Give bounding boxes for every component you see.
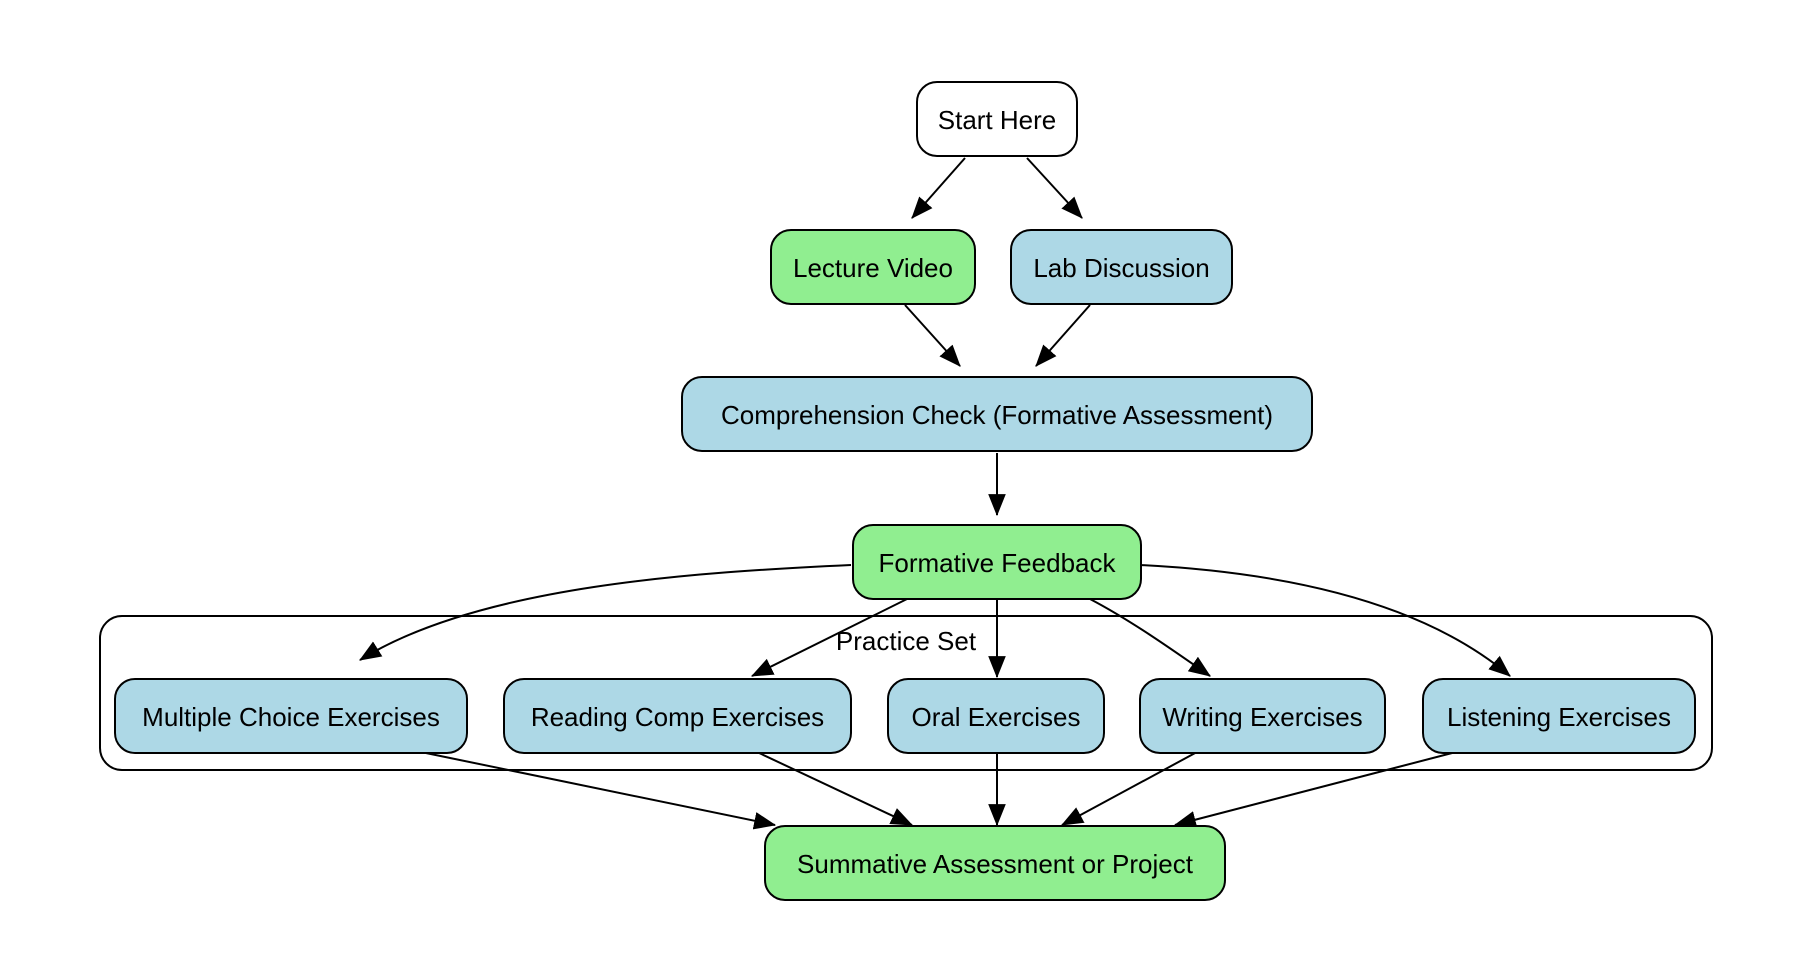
edge-writing-to-summative <box>1061 751 1198 826</box>
edge-lab-to-comprehension <box>1035 304 1091 367</box>
node-oral-exercises: Oral Exercises <box>887 678 1105 754</box>
node-lecture-video-box <box>770 229 976 305</box>
node-formative-feedback: Formative Feedback <box>852 524 1142 600</box>
node-summative-assessment-box <box>764 825 1226 901</box>
node-lab-discussion-box <box>1010 229 1233 305</box>
edge-feedback-to-mc <box>359 564 852 661</box>
node-multiple-choice-exercises-box <box>114 678 468 754</box>
edge-start-to-lab <box>1026 157 1083 219</box>
edge-feedback-to-writing <box>1089 598 1211 677</box>
practice-set-cluster-frame <box>99 615 1713 771</box>
node-comprehension-check-box <box>681 376 1313 452</box>
node-summative-assessment-label: Summative Assessment or Project <box>797 849 1194 879</box>
node-writing-exercises-box <box>1139 678 1386 754</box>
node-start-here-box <box>916 81 1078 157</box>
node-oral-exercises-box <box>887 678 1105 754</box>
edge-listening-to-summative <box>1173 751 1457 829</box>
node-lab-discussion-label: Lab Discussion <box>1033 253 1209 283</box>
node-reading-comp-exercises: Reading Comp Exercises <box>503 678 852 754</box>
node-lecture-video: Lecture Video <box>770 229 976 305</box>
edge-feedback-to-reading <box>751 598 908 677</box>
node-formative-feedback-box <box>852 524 1142 600</box>
node-listening-exercises: Listening Exercises <box>1422 678 1696 754</box>
node-comprehension-check: Comprehension Check (Formative Assessmen… <box>681 376 1313 452</box>
node-listening-exercises-box <box>1422 678 1696 754</box>
node-lecture-video-label: Lecture Video <box>793 253 953 283</box>
node-writing-exercises-label: Writing Exercises <box>1162 702 1362 732</box>
practice-set-cluster: Practice Set <box>99 615 1713 771</box>
edge-layer <box>359 157 1511 830</box>
node-summative-assessment: Summative Assessment or Project <box>764 825 1226 901</box>
node-formative-feedback-label: Formative Feedback <box>879 548 1117 578</box>
node-start-here: Start Here <box>916 81 1078 157</box>
node-multiple-choice-exercises: Multiple Choice Exercises <box>114 678 468 754</box>
practice-set-cluster-label: Practice Set <box>836 626 977 656</box>
node-multiple-choice-exercises-label: Multiple Choice Exercises <box>142 702 440 732</box>
node-comprehension-check-label: Comprehension Check (Formative Assessmen… <box>721 400 1273 430</box>
node-reading-comp-exercises-box <box>503 678 852 754</box>
node-lab-discussion: Lab Discussion <box>1010 229 1233 305</box>
edge-lecture-to-comprehension <box>904 304 961 367</box>
edge-reading-to-summative <box>756 751 913 826</box>
node-writing-exercises: Writing Exercises <box>1139 678 1386 754</box>
node-oral-exercises-label: Oral Exercises <box>911 702 1080 732</box>
node-layer: Start Here Lecture Video Lab Discussion … <box>114 81 1696 901</box>
node-start-here-label: Start Here <box>938 105 1057 135</box>
edge-feedback-to-listening <box>1139 564 1511 677</box>
node-reading-comp-exercises-label: Reading Comp Exercises <box>531 702 824 732</box>
node-listening-exercises-label: Listening Exercises <box>1447 702 1671 732</box>
edge-start-to-lecture <box>911 157 966 219</box>
edge-mc-to-summative <box>420 751 777 830</box>
